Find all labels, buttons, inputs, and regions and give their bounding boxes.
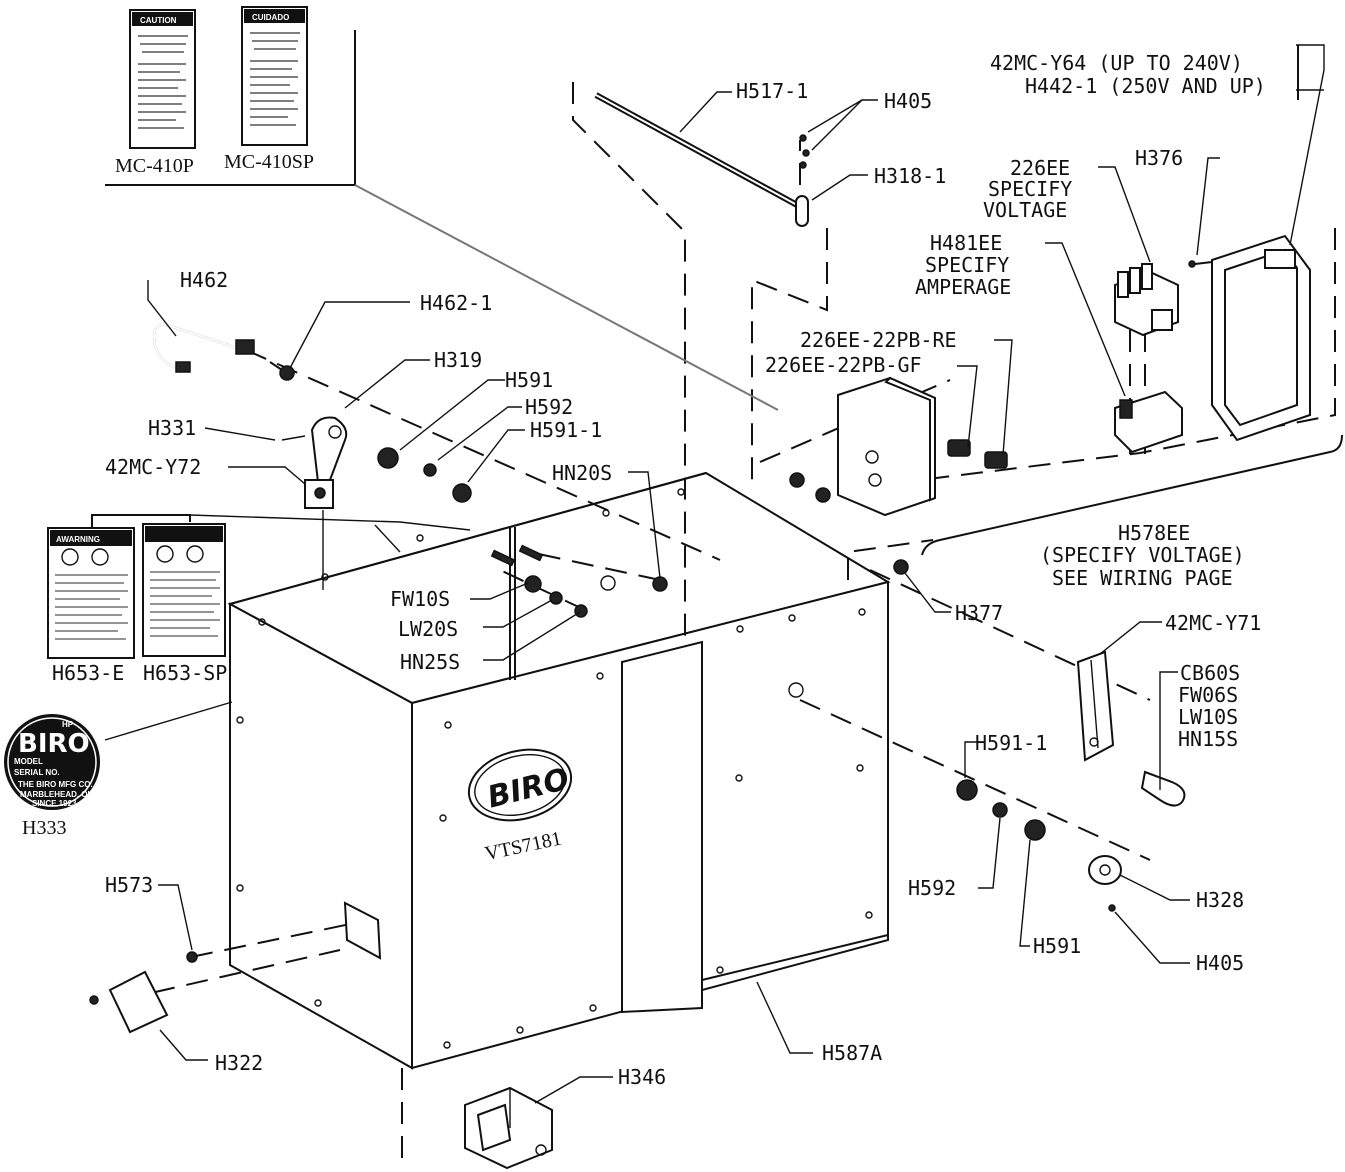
awarning-title: AWARNING: [56, 535, 100, 544]
label-42mc-y71: 42MC-Y71: [1165, 611, 1261, 635]
label-h377: H377: [955, 601, 1003, 625]
label-hn15s: HN15S: [1178, 727, 1238, 751]
bracket-h346: [464, 1086, 553, 1170]
rod-h517-1: [594, 92, 799, 208]
label-hn20s: HN20S: [552, 461, 612, 485]
lever-h319: [281, 416, 348, 509]
label-fw10s: FW10S: [390, 587, 450, 611]
brace-h578ee: [921, 434, 1343, 556]
label-h481ee-amperage: AMPERAGE: [915, 275, 1011, 299]
label-h573: H573: [105, 873, 153, 897]
label-226ee-22pb-gf: 226EE-22PB-GF: [765, 353, 922, 377]
label-h481ee-specify: SPECIFY: [925, 253, 1009, 277]
latch-42mc-y71: [1076, 650, 1115, 762]
start-stop-box: [789, 376, 1008, 517]
label-fw06s: FW06S: [1178, 683, 1238, 707]
nameplate-since: SINCE 1923: [32, 799, 77, 808]
switch-box-42mc-y64: [1188, 234, 1311, 442]
nameplate-model: MODEL: [14, 757, 43, 766]
label-226ee: 226EE: [1010, 156, 1070, 180]
label-h442-1: H442-1 (250V AND UP): [1025, 74, 1266, 98]
nameplate-maker: THE BIRO MFG CO.: [18, 780, 93, 789]
handle-h462: [153, 323, 255, 373]
contactor-226ee: [1114, 263, 1179, 337]
callouts: H517-1 H405 H318-1 42MC-Y64 (UP TO 240V)…: [105, 51, 1266, 1089]
label-h333: H333: [22, 817, 66, 839]
warning-decals: AWARNING H653-E H653-SP: [47, 514, 227, 685]
nameplate-hp: HP: [62, 720, 74, 729]
overload-h481ee: [1114, 390, 1183, 454]
washers-right: [893, 559, 1116, 912]
label-h517-1: H517-1: [736, 79, 808, 103]
label-h591-right: H591: [1033, 934, 1081, 958]
label-h405-top: H405: [884, 89, 932, 113]
caution-title: CAUTION: [140, 16, 177, 25]
bracket-h573: [186, 901, 382, 963]
label-h318-1: H318-1: [874, 164, 946, 188]
nameplate-h333: BIRO HP MODEL SERIAL NO. THE BIRO MFG CO…: [4, 714, 102, 839]
label-mc-410p: MC-410P: [115, 155, 194, 177]
label-h587a: H587A: [822, 1041, 882, 1065]
screw-cb60s: [1140, 770, 1186, 807]
label-h481ee: H481EE: [930, 231, 1002, 255]
label-mc-410sp: MC-410SP: [224, 151, 314, 173]
label-h578ee-wiring: SEE WIRING PAGE: [1052, 566, 1233, 590]
label-h328: H328: [1196, 888, 1244, 912]
screw-h405-top: [799, 134, 810, 169]
label-h578ee-specify: (SPECIFY VOLTAGE): [1040, 543, 1245, 567]
label-h346: H346: [618, 1065, 666, 1089]
leader-lines: [104, 44, 1325, 1104]
label-h591: H591: [505, 368, 553, 392]
knob-h462-1: [279, 365, 295, 381]
pin-h318-1: [795, 195, 809, 227]
cuidado-title: CUIDADO: [252, 13, 289, 22]
label-h653-sp: H653-SP: [143, 661, 227, 685]
label-h591-1-right: H591-1: [975, 731, 1047, 755]
label-h331: H331: [148, 416, 196, 440]
label-226ee-specify: SPECIFY: [988, 177, 1072, 201]
label-226ee-22pb-re: 226EE-22PB-RE: [800, 328, 957, 352]
label-h462: H462: [180, 268, 228, 292]
label-h591-1: H591-1: [530, 418, 602, 442]
washers-left: [377, 447, 668, 618]
label-42mc-y72: 42MC-Y72: [105, 455, 201, 479]
label-h578ee: H578EE: [1118, 521, 1190, 545]
label-h376: H376: [1135, 146, 1183, 170]
label-42mc-y64: 42MC-Y64 (UP TO 240V): [990, 51, 1243, 75]
label-h319: H319: [434, 348, 482, 372]
label-lw10s: LW10S: [1178, 705, 1238, 729]
nameplate-serial: SERIAL NO.: [14, 768, 60, 777]
label-h592-right: H592: [908, 876, 956, 900]
label-h322: H322: [215, 1051, 263, 1075]
label-h653-e: H653-E: [52, 661, 124, 685]
decal-inset: CAUTION CUIDADO MC-410P MC-410SP: [105, 6, 779, 411]
label-hn25s: HN25S: [400, 650, 460, 674]
plate-h322: [89, 970, 169, 1034]
label-h405-bottom: H405: [1196, 951, 1244, 975]
cabinet-h587a: BIRO VTS7181: [227, 471, 891, 1070]
label-lw20s: LW20S: [398, 617, 458, 641]
label-cb60s: CB60S: [1180, 661, 1240, 685]
washer-h328: [1088, 855, 1122, 885]
nameplate-city: MARBLEHEAD, OHIO: [20, 790, 102, 799]
label-h462-1: H462-1: [420, 291, 492, 315]
nameplate-brand: BIRO: [18, 729, 90, 759]
label-h592: H592: [525, 395, 573, 419]
label-226ee-voltage: VOLTAGE: [983, 198, 1067, 222]
